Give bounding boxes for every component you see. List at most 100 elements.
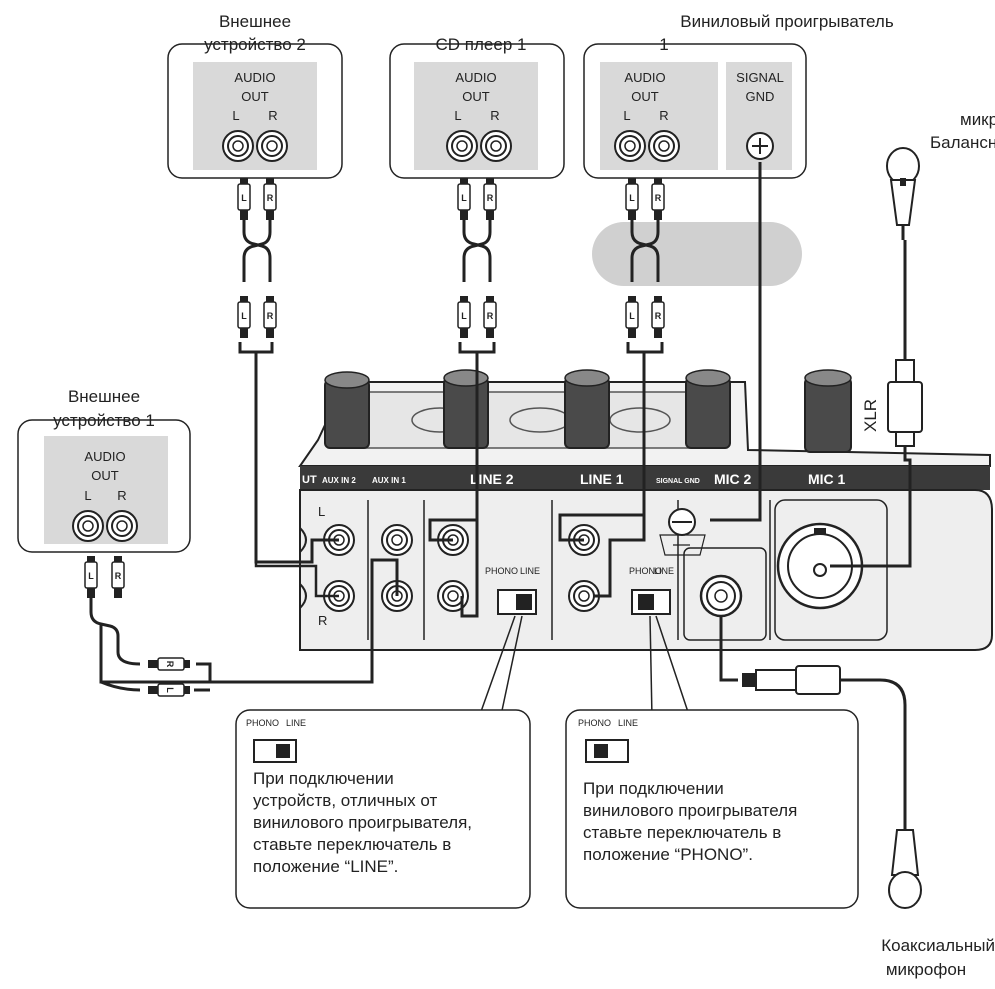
- vinyl-out-label: OUT: [631, 89, 659, 104]
- device-ext1: Внешнее устройство 1 AUDIO OUT L R: [17, 387, 191, 553]
- mic2-jack: [699, 574, 743, 618]
- plug-left-marker: L: [629, 193, 635, 203]
- switch-line-label: LINE: [654, 566, 674, 576]
- ext2-audio-label: AUDIO: [234, 70, 275, 85]
- callout-box-left: PHONO LINE: [235, 709, 531, 909]
- vinyl-audio-label: AUDIO: [624, 70, 665, 85]
- knob: [804, 369, 852, 453]
- ext2-name-line1: Внешнее: [219, 12, 291, 31]
- callout-right-line: При подключении: [583, 779, 724, 798]
- ext1-out-label: OUT: [91, 468, 119, 483]
- balanced-microphone: Балансный микрофон XLR: [861, 110, 995, 447]
- callout-left-line: устройств, отличных от: [253, 791, 438, 810]
- callout-right-phono-label: PHONO: [578, 718, 611, 728]
- callout-pointers: [477, 615, 691, 721]
- callout-left-text: При подключении устройств, отличных от в…: [253, 768, 525, 878]
- plug-left-marker: L: [461, 193, 467, 203]
- mixer-jack-l-label: L: [318, 504, 325, 519]
- ground-terminal: [659, 508, 706, 556]
- knob: [564, 369, 610, 449]
- switch-phono-label: PHONO: [485, 566, 518, 576]
- highlight-area: [592, 222, 802, 286]
- vinyl-name-line2: 1: [659, 35, 668, 54]
- callout-right-line-label: LINE: [618, 718, 638, 728]
- plug-left-marker: L: [88, 571, 94, 581]
- callout-left-line: ставьте переключатель в: [253, 835, 452, 854]
- plug-left-marker: L: [461, 311, 467, 321]
- callout-left-line-label: LINE: [286, 718, 306, 728]
- callout-right-line: положение “PHONO”.: [583, 845, 753, 864]
- device-ext2: Внешнее устройство 2 AUDIO OUT L R: [167, 12, 343, 179]
- plug-left-marker: L: [165, 687, 175, 693]
- aux1-l-jack: [381, 524, 413, 556]
- switch-phono-label: PHONO: [629, 566, 662, 576]
- knob: [324, 371, 370, 449]
- cd-out-label: OUT: [462, 89, 490, 104]
- callout-left-line: винилового проигрывателя,: [253, 813, 473, 832]
- mixer-input-jacks: [299, 524, 743, 618]
- plug-left-marker: L: [241, 193, 247, 203]
- line2-label: LINE 2: [470, 471, 514, 487]
- device-cd-player: CD плеер 1 AUDIO OUT L R: [389, 35, 565, 179]
- balanced-mic-label-line2: микрофон: [960, 110, 995, 129]
- signal-gnd-label: SIGNAL GND: [656, 478, 700, 485]
- callout-right-line: винилового проигрывателя: [583, 801, 798, 820]
- cd-audio-label: AUDIO: [455, 70, 496, 85]
- cd-name: CD плеер 1: [436, 35, 527, 54]
- cd-r-label: R: [490, 108, 499, 123]
- callout-box-right: PHONO LINE: [565, 709, 859, 909]
- line1-phono-line-switch[interactable]: PHONO LINE: [629, 566, 674, 615]
- callout-right-text: При подключении винилового проигрывателя…: [583, 778, 853, 866]
- mic2-label: MIC 2: [714, 471, 752, 487]
- line1-label: LINE 1: [580, 471, 624, 487]
- ext2-r-label: R: [268, 108, 277, 123]
- vinyl-signal-label: SIGNAL: [736, 70, 784, 85]
- plug-left-marker: L: [629, 311, 635, 321]
- callout-right-line: ставьте переключатель в: [583, 823, 782, 842]
- plug-right-marker: R: [487, 193, 494, 203]
- vinyl-r-label: R: [659, 108, 668, 123]
- vinyl-gnd-label: GND: [746, 89, 775, 104]
- ext2-l-label: L: [232, 108, 239, 123]
- coax-mic-label-line1: Коаксиальный: [881, 936, 995, 955]
- mic1-label: MIC 1: [808, 471, 846, 487]
- callout-left-phono-label: PHONO: [246, 718, 279, 728]
- coax-mic-label-line2: микрофон: [886, 960, 966, 979]
- xlr-label: XLR: [861, 399, 880, 432]
- plug-left-marker: L: [241, 311, 247, 321]
- ext1-l-label: L: [84, 488, 91, 503]
- mixer-labels: UT AUX IN 2 AUX IN 1 LINE 2 LINE 1 SIGNA…: [302, 471, 846, 487]
- cd-l-label: L: [454, 108, 461, 123]
- device-vinyl-player: Виниловый проигрыватель 1 AUDIO OUT L R …: [583, 12, 894, 179]
- balanced-mic-label-line1: Балансный: [930, 133, 995, 152]
- plug-right-marker: R: [655, 311, 662, 321]
- mixer-jack-r-label: R: [318, 613, 327, 628]
- plug-right-marker: R: [267, 311, 274, 321]
- aux1-label: AUX IN 1: [372, 476, 406, 485]
- callout-left-line: При подключении: [253, 769, 394, 788]
- ext1-name-line1: Внешнее: [68, 387, 140, 406]
- knob: [685, 369, 731, 449]
- plug-right-marker: R: [267, 193, 274, 203]
- vinyl-name-line1: Виниловый проигрыватель: [680, 12, 894, 31]
- plug-right-marker: R: [115, 571, 122, 581]
- ext2-name-line2: устройство 2: [204, 35, 306, 54]
- callout-left-line: положение “LINE”.: [253, 857, 399, 876]
- plug-right-marker: R: [487, 311, 494, 321]
- switch-line-label: LINE: [520, 566, 540, 576]
- out-fragment-label: UT: [302, 474, 317, 486]
- ext1-name-line2: устройство 1: [53, 411, 155, 430]
- plug-right-marker: R: [655, 193, 662, 203]
- ext1-audio-label: AUDIO: [84, 449, 125, 464]
- ext2-out-label: OUT: [241, 89, 269, 104]
- coaxial-microphone: Коаксиальный микрофон: [742, 665, 995, 979]
- vinyl-ground-screw: [746, 132, 774, 160]
- knob-row: [324, 369, 852, 453]
- aux2-label: AUX IN 2: [322, 476, 356, 485]
- knob: [443, 369, 489, 449]
- vinyl-l-label: L: [623, 108, 630, 123]
- line2-phono-line-switch[interactable]: PHONO LINE: [485, 566, 540, 615]
- plug-right-marker: R: [165, 661, 175, 668]
